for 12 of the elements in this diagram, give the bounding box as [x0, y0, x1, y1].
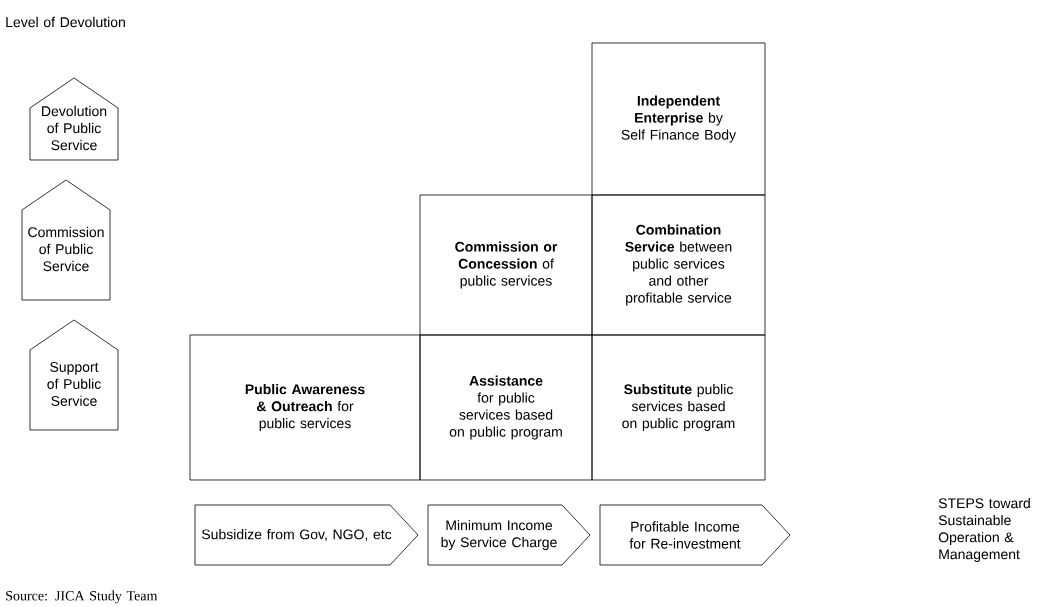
- source-note: Source: JICA Study Team: [6, 590, 158, 604]
- pentagon-box: Minimum Income by Service Charge: [427, 504, 591, 566]
- axis-title: Level of Devolution: [6, 16, 125, 28]
- step-box: Public Awareness & Outreach for public services: [189, 334, 421, 481]
- step-box: Commission or Concession of public services: [419, 194, 593, 336]
- pentagon-box: Profitable Income for Re-investment: [599, 504, 791, 566]
- step-box: Substitute public services based on public program: [591, 334, 766, 481]
- step-box: Independent Enterprise by Self Finance Body: [591, 42, 766, 196]
- steps-caption: STEPS toward Sustainable Operation & Management: [938, 497, 1030, 562]
- step-box: Combination Service between public services and other profitable service: [591, 194, 766, 336]
- pentagon-box: Subsidize from Gov, NGO, etc: [194, 504, 419, 566]
- step-box: Assistance for public services based on public program: [419, 334, 593, 481]
